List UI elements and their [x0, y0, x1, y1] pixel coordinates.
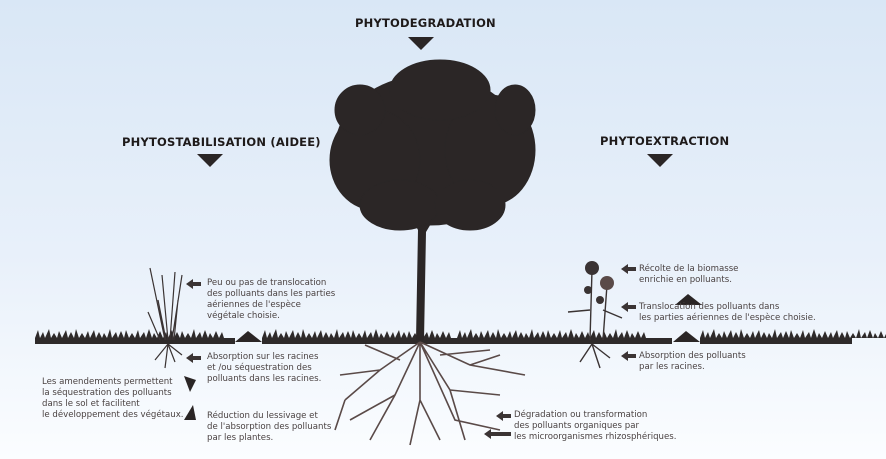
- stabilisation-amendements-text: Les amendements permettent la séquestrat…: [42, 377, 184, 420]
- extraction-absorption-text: Absorption des polluants par les racines…: [639, 351, 746, 372]
- stabilisation-translocation-text: Peu ou pas de translocation des polluant…: [207, 278, 336, 321]
- arrows: [186, 264, 636, 439]
- stabilisation-absorption-text: Absorption sur les racines et /ou séques…: [207, 352, 322, 384]
- tree-icon: [329, 59, 536, 340]
- triangle-markers: [184, 37, 702, 420]
- degradation-text: Dégradation ou transformation des pollua…: [514, 410, 677, 442]
- extraction-translocation-text: Translocation des polluants dans les par…: [639, 302, 816, 323]
- ground-grass: [35, 329, 886, 344]
- title-phytoextraction: PHYTOEXTRACTION: [600, 134, 730, 148]
- grass-plant-icon: [147, 267, 183, 369]
- extraction-recolte-text: Récolte de la biomasse enrichie en pollu…: [639, 264, 739, 285]
- tree-roots-icon: [334, 341, 526, 446]
- stabilisation-reduction-text: Réduction du lessivage et de l'absorptio…: [207, 411, 332, 443]
- flower-plant-icon: [567, 261, 623, 369]
- title-phytodegradation: PHYTODEGRADATION: [355, 16, 496, 30]
- title-phytostabilisation: PHYTOSTABILISATION (AIDEE): [122, 135, 321, 149]
